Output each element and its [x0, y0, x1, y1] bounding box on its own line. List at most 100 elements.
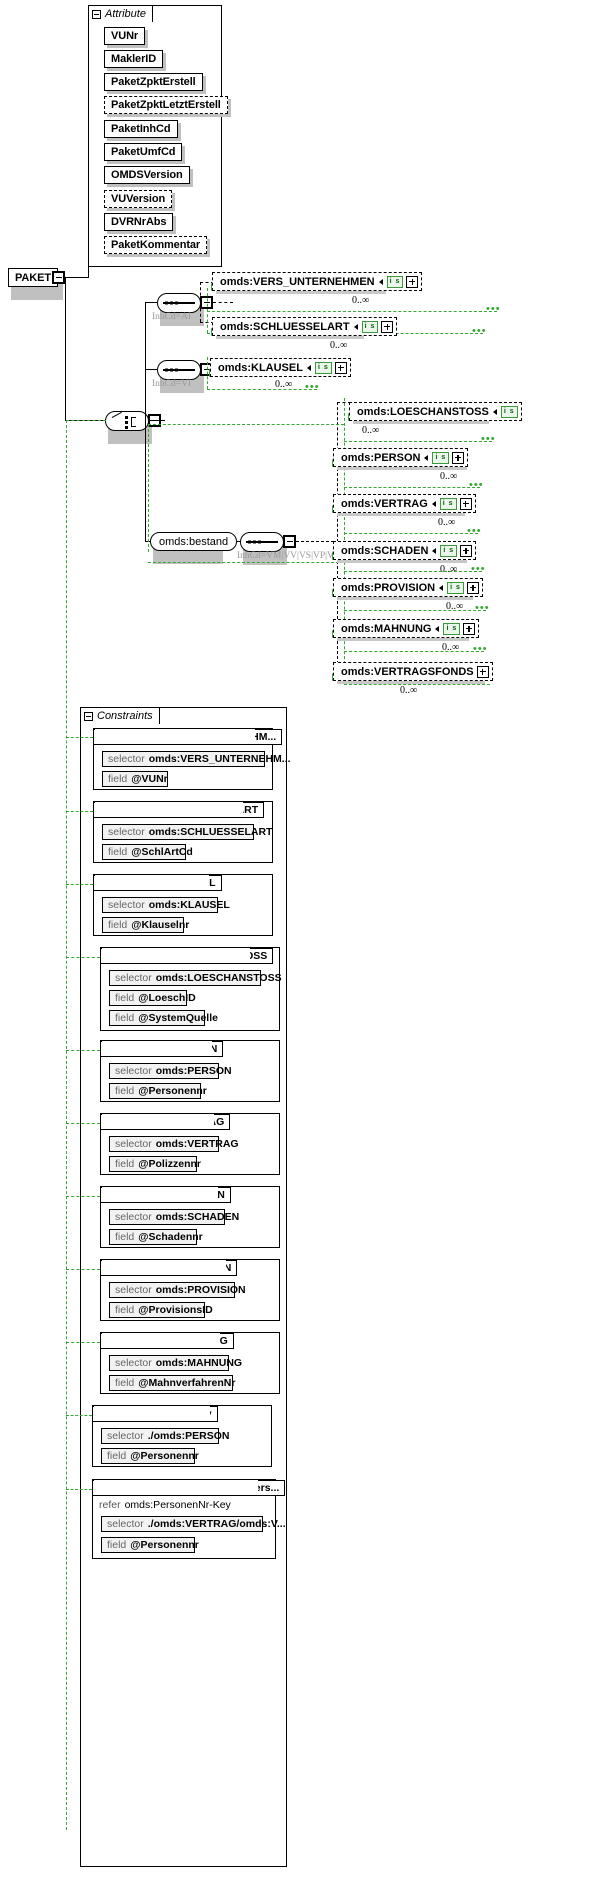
row-value: @LoeschID — [138, 992, 196, 1004]
row-value: ./omds:VERTRAG/omds:V... — [147, 1518, 286, 1530]
expand-element-button[interactable] — [334, 361, 347, 374]
cardinality-label: 0..∞ — [438, 517, 456, 528]
constraint-selector-row[interactable]: selector omds:SCHLUESSELART — [102, 824, 272, 840]
cardinality-label: 0..∞ — [440, 471, 458, 482]
expand-element-button[interactable] — [452, 451, 465, 464]
attribute-label: VUNr — [111, 30, 139, 42]
root-node-paket[interactable]: PAKET — [8, 268, 58, 287]
identity-constraint-badge: i s — [386, 275, 404, 288]
element-label: omds:SCHADEN — [341, 544, 429, 557]
cardinality-label: 0..∞ — [442, 642, 460, 653]
substitution-arrow-icon — [439, 584, 444, 591]
element-loeschanstoss[interactable]: omds:LOESCHANSTOSS i s — [349, 402, 522, 421]
attribute-group-collapse-icon[interactable] — [92, 9, 101, 19]
attribute-vunr[interactable]: VUNr — [104, 27, 146, 45]
constraint-selector-row[interactable]: selector omds:VERS_UNTERNEHM... — [102, 751, 291, 767]
expand-element-button[interactable] — [406, 275, 419, 288]
expand-element-button[interactable] — [466, 581, 479, 594]
substitution-arrow-icon — [424, 454, 429, 461]
attribute-label: PaketInhCd — [111, 123, 171, 135]
choice-compositor-icon[interactable] — [105, 411, 149, 431]
element-bestand[interactable]: omds:bestand — [150, 532, 238, 551]
row-value: @MahnverfahrenNr — [138, 1377, 236, 1389]
element-mahnung[interactable]: omds:MAHNUNG i s — [333, 619, 480, 638]
row-keyword: field — [115, 1012, 135, 1024]
constraint-selector-row[interactable]: selector omds:SCHADEN — [109, 1209, 239, 1225]
element-vertragsfonds[interactable]: omds:VERTRAGSFONDS — [333, 662, 493, 681]
element-klausel[interactable]: omds:KLAUSEL i s — [210, 358, 351, 377]
row-keyword: selector — [108, 753, 145, 765]
row-value: @Polizzennr — [138, 1158, 202, 1170]
row-keyword: selector — [108, 826, 145, 838]
constraint-box — [92, 1479, 276, 1559]
expand-element-button[interactable] — [460, 544, 473, 557]
constraint-box — [100, 947, 280, 1031]
element-label: omds:PROVISION — [341, 581, 436, 594]
row-value: omds:SCHLUESSELART — [148, 826, 273, 838]
sequence-compositor-icon-ai[interactable] — [157, 293, 201, 313]
constraint-field-row[interactable]: field @Polizzennr — [109, 1156, 201, 1172]
constraints-group-collapse-icon[interactable] — [84, 711, 93, 721]
root-collapse-button[interactable] — [52, 271, 65, 284]
constraint-field-row[interactable]: field @Klauselnr — [102, 917, 189, 933]
row-keyword: field — [108, 846, 128, 858]
constraint-field-row[interactable]: field @Personennr — [109, 1083, 207, 1099]
attribute-label: MaklerID — [111, 53, 157, 65]
constraint-selector-row[interactable]: selector omds:PERSON — [109, 1063, 232, 1079]
expand-element-button[interactable] — [459, 497, 472, 510]
identity-constraint-badge: i s — [361, 320, 379, 333]
constraint-box — [93, 801, 273, 863]
constraint-field-row[interactable]: field @SystemQuelle — [109, 1010, 218, 1026]
constraint-selector-row[interactable]: selector ./omds:VERTRAG/omds:V... — [101, 1516, 286, 1532]
constraint-field-row[interactable]: field @Schadennr — [109, 1229, 203, 1245]
attribute-paketumfcd[interactable]: PaketUmfCd — [104, 143, 183, 161]
sequence-compositor-icon-bestand[interactable] — [240, 532, 284, 552]
constraint-field-row[interactable]: field @MahnverfahrenNr — [109, 1375, 236, 1391]
constraint-selector-row[interactable]: selector omds:MAHNUNG — [109, 1355, 242, 1371]
attribute-label: OMDSVersion — [111, 169, 183, 181]
constraint-field-row[interactable]: field @SchlArtCd — [102, 844, 193, 860]
element-provision[interactable]: omds:PROVISION i s — [333, 578, 483, 597]
constraint-selector-row[interactable]: selector omds:PROVISION — [109, 1282, 246, 1298]
sequence-compositor-icon-vi[interactable] — [157, 360, 201, 380]
constraint-box — [100, 1113, 280, 1175]
expand-element-button[interactable] — [381, 320, 394, 333]
row-value: omds:KLAUSEL — [148, 899, 230, 911]
constraint-selector-row[interactable]: selector omds:KLAUSEL — [102, 897, 230, 913]
constraint-field-row[interactable]: field @Personennr — [101, 1537, 199, 1553]
element-schaden[interactable]: omds:SCHADEN i s — [333, 541, 477, 560]
attribute-paketinhcd[interactable]: PaketInhCd — [104, 120, 178, 138]
element-vers-unternehmen[interactable]: omds:VERS_UNTERNEHMEN i s — [212, 272, 423, 291]
attribute-group-header[interactable]: Attribute — [88, 5, 153, 22]
constraints-group-header[interactable]: Constraints — [80, 707, 160, 724]
attribute-maklerid[interactable]: MaklerID — [104, 50, 164, 68]
attribute-paketzpktletzterstell[interactable]: PaketZpktLetztErstell — [104, 96, 228, 114]
element-vertrag[interactable]: omds:VERTRAG i s — [333, 494, 476, 513]
constraint-selector-row[interactable]: selector ./omds:PERSON — [101, 1428, 229, 1444]
row-value: omds:VERTRAG — [155, 1138, 239, 1150]
sequence-bestand-collapse-button[interactable] — [283, 535, 296, 548]
attribute-paketkommentar[interactable]: PaketKommentar — [104, 236, 208, 254]
constraint-selector-row[interactable]: selector omds:LOESCHANSTOSS — [109, 970, 282, 986]
attribute-dvrnrabs[interactable]: DVRNrAbs — [104, 213, 174, 231]
row-value: omds:LOESCHANSTOSS — [155, 972, 282, 984]
row-value: omds:PersonenNr-Key — [124, 1498, 231, 1511]
constraint-field-row[interactable]: field @VUNr — [102, 771, 168, 787]
constraint-selector-row[interactable]: selector omds:VERTRAG — [109, 1136, 239, 1152]
element-label: omds:MAHNUNG — [341, 622, 432, 635]
attribute-vuversion[interactable]: VUVersion — [104, 190, 173, 208]
identity-constraint-badge: i s — [432, 451, 450, 464]
element-person[interactable]: omds:PERSON i s — [333, 448, 469, 467]
attribute-label: PaketUmfCd — [111, 146, 176, 158]
expand-element-button[interactable] — [463, 622, 476, 635]
constraint-field-row[interactable]: field @LoeschID — [109, 990, 196, 1006]
element-label: omds:bestand — [159, 535, 229, 548]
identity-constraint-badge: i s — [443, 622, 461, 635]
attribute-omdsversion[interactable]: OMDSVersion — [104, 166, 190, 184]
constraint-field-row[interactable]: field @ProvisionsID — [109, 1302, 213, 1318]
attribute-paketzpkterstell[interactable]: PaketZpktErstell — [104, 73, 203, 91]
constraint-field-row[interactable]: field @Personennr — [101, 1448, 199, 1464]
expand-element-button[interactable] — [476, 665, 489, 678]
sequence-ai-collapse-button[interactable] — [200, 296, 213, 309]
element-schluesselart[interactable]: omds:SCHLUESSELART i s — [212, 317, 398, 336]
